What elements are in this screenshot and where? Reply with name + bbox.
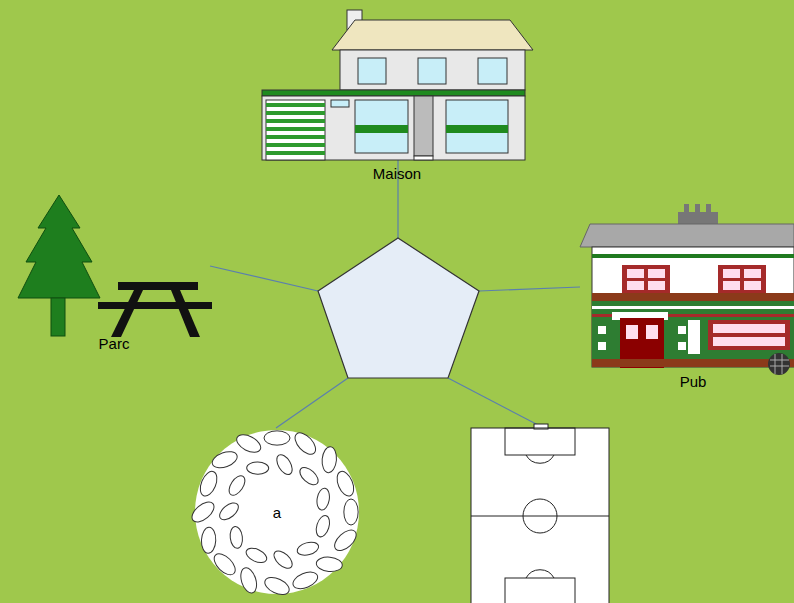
leader-lines — [210, 160, 580, 428]
place-label: Maison — [373, 166, 421, 183]
house-picture — [262, 10, 533, 160]
bush-circle: a — [189, 424, 365, 600]
place-label: Pub — [680, 374, 707, 391]
bush-label: a — [271, 504, 283, 521]
place-label: Parc — [99, 336, 130, 353]
park-picture — [18, 195, 212, 337]
football-pitch — [471, 424, 609, 603]
pub-picture — [580, 204, 794, 375]
pentagon — [318, 238, 479, 378]
